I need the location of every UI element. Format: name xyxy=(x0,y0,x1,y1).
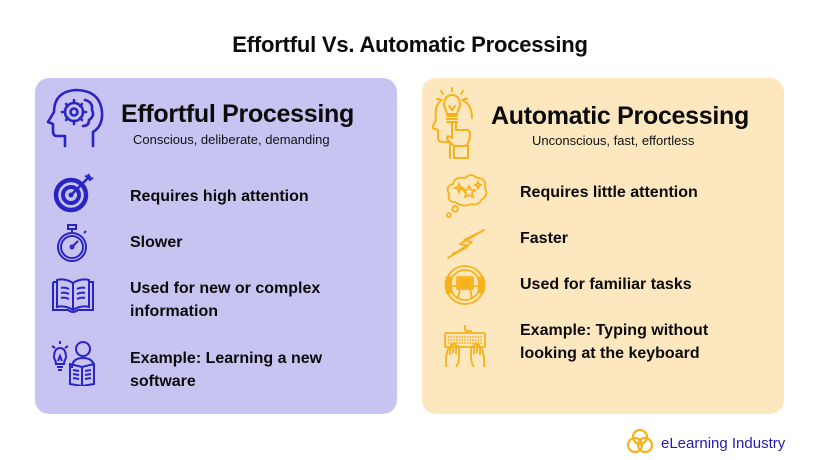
automatic-item-text: Used for familiar tasks xyxy=(520,276,692,293)
automatic-processing-card: Automatic Processing Unconscious, fast, … xyxy=(422,78,784,414)
effortful-item-text: Used for new or complex information xyxy=(130,280,321,320)
open-book-icon xyxy=(50,276,96,321)
effortful-processing-card: Effortful Processing Conscious, delibera… xyxy=(35,78,397,414)
head-gear-brain-icon xyxy=(45,86,107,155)
automatic-title: Automatic Processing xyxy=(491,102,749,130)
elearning-industry-logo-icon xyxy=(626,428,654,459)
elearning-industry-brand: eLearning Industry xyxy=(626,428,786,459)
keyboard-hands-icon xyxy=(442,323,488,372)
effortful-subtitle: Conscious, deliberate, demanding xyxy=(133,132,330,147)
lightning-icon xyxy=(444,228,488,265)
stopwatch-icon xyxy=(55,223,91,268)
automatic-item-text: Faster xyxy=(520,230,569,247)
automatic-subtitle: Unconscious, fast, effortless xyxy=(532,133,695,148)
steering-wheel-icon xyxy=(442,264,488,311)
page-title: Effortful Vs. Automatic Processing xyxy=(232,32,588,57)
effortful-item-text: Requires high attention xyxy=(130,188,309,205)
effortful-item-text: Example: Learning a new software xyxy=(130,350,323,390)
brand-name: eLearning Industry xyxy=(661,435,786,452)
automatic-item-text: Example: Typing without looking at the k… xyxy=(520,322,709,362)
effortful-item-text: Slower xyxy=(130,234,183,251)
learner-lightbulb-book-icon xyxy=(50,340,98,391)
head-lightbulb-hand-icon xyxy=(431,86,480,167)
thought-bubble-stars-icon xyxy=(443,172,489,225)
target-icon xyxy=(53,173,95,218)
effortful-title: Effortful Processing xyxy=(121,100,354,128)
automatic-item-text: Requires little attention xyxy=(520,184,698,201)
